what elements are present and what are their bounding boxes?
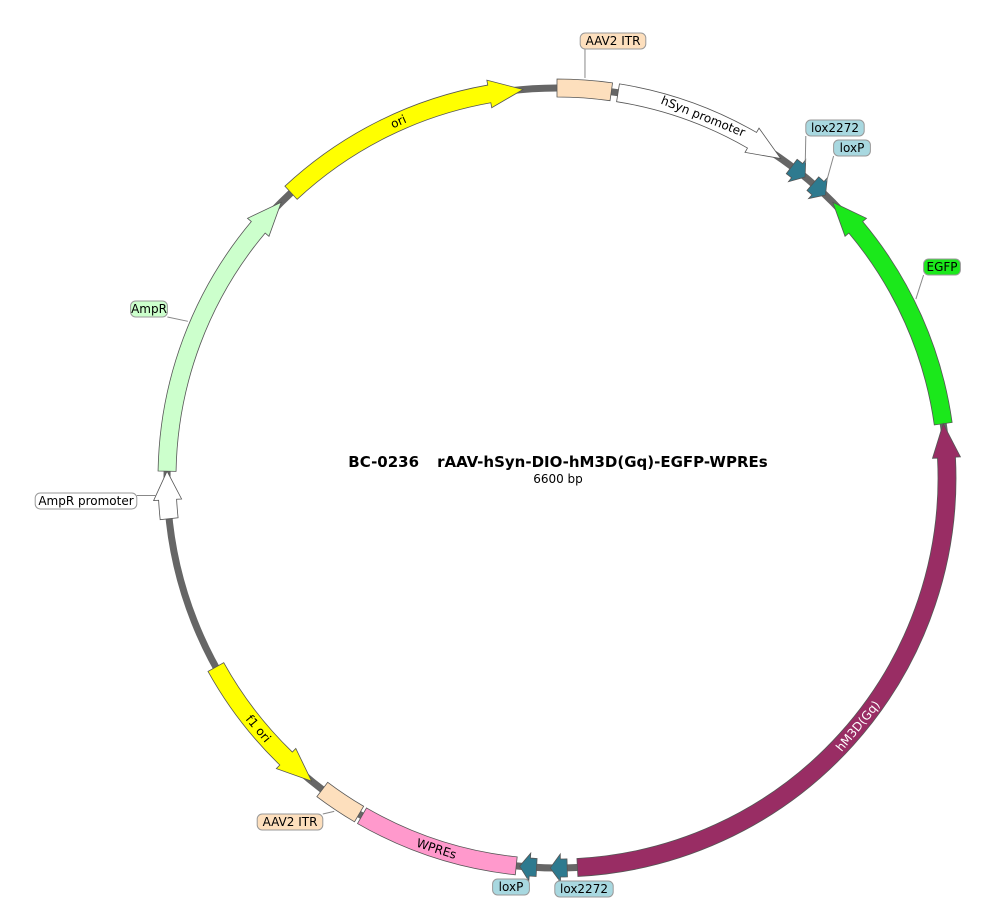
aav2-itr-label-box — [579, 32, 647, 50]
hm3d-gq-feature — [576, 422, 962, 877]
aav2-itr-feature — [556, 78, 613, 102]
lox2272-label-box — [805, 119, 865, 137]
lox2272-label-box — [554, 880, 614, 898]
lox2272-label: lox2272 — [560, 882, 608, 896]
wpres-feature — [356, 807, 518, 876]
plasmid-name: rAAV-hSyn-DIO-hM3D(Gq)-EGFP-WPREs — [437, 453, 768, 471]
f1-ori-feature — [207, 662, 313, 782]
plasmid-length: 6600 bp — [533, 472, 583, 486]
egfp-leader-line — [915, 274, 925, 300]
ampr-leader-line — [167, 316, 188, 322]
aav2-itr-label-box — [256, 813, 324, 831]
feature-layer — [152, 78, 962, 884]
ampr-promoter-label: AmpR promoter — [38, 494, 133, 508]
lox2272-leader-line — [804, 135, 807, 164]
ampr-promoter-label-box — [34, 492, 138, 510]
egfp-feature — [832, 201, 953, 426]
loxp-label: loxP — [499, 880, 524, 894]
hsyn-promoter-feature — [616, 83, 782, 160]
aav2-itr-label: AAV2 ITR — [586, 34, 641, 48]
plasmid-id: BC-0236 — [348, 453, 419, 471]
hm3d-gq-label: hM3D(Gq) — [833, 698, 883, 754]
aav2-itr-leader-line — [322, 810, 335, 815]
aav2-itr-label: AAV2 ITR — [263, 815, 318, 829]
loxp-label-box — [492, 878, 530, 896]
hsyn-promoter-label: hSyn promoter — [659, 93, 747, 140]
ampr-feature — [157, 201, 282, 472]
loxp-feature — [806, 176, 828, 200]
plasmid-title: BC-0236 rAAV-hSyn-DIO-hM3D(Gq)-EGFP-WPREs — [348, 453, 767, 471]
ampr-label-box — [130, 300, 168, 318]
loxp-label-box — [833, 139, 871, 157]
lox2272-label: lox2272 — [811, 121, 859, 135]
aav2-itr-feature — [316, 781, 365, 823]
ampr-label: AmpR — [131, 302, 167, 316]
loxp-feature — [519, 851, 538, 883]
ori-feature — [284, 79, 525, 200]
ori-label: ori — [388, 112, 408, 131]
lox2272-feature — [785, 158, 807, 183]
loxp-leader-line — [826, 155, 835, 182]
egfp-label-box — [923, 258, 961, 276]
egfp-label: EGFP — [926, 260, 957, 274]
loxp-label: loxP — [840, 141, 865, 155]
ampr-promoter-feature — [152, 470, 183, 521]
lox2272-feature — [549, 852, 568, 884]
